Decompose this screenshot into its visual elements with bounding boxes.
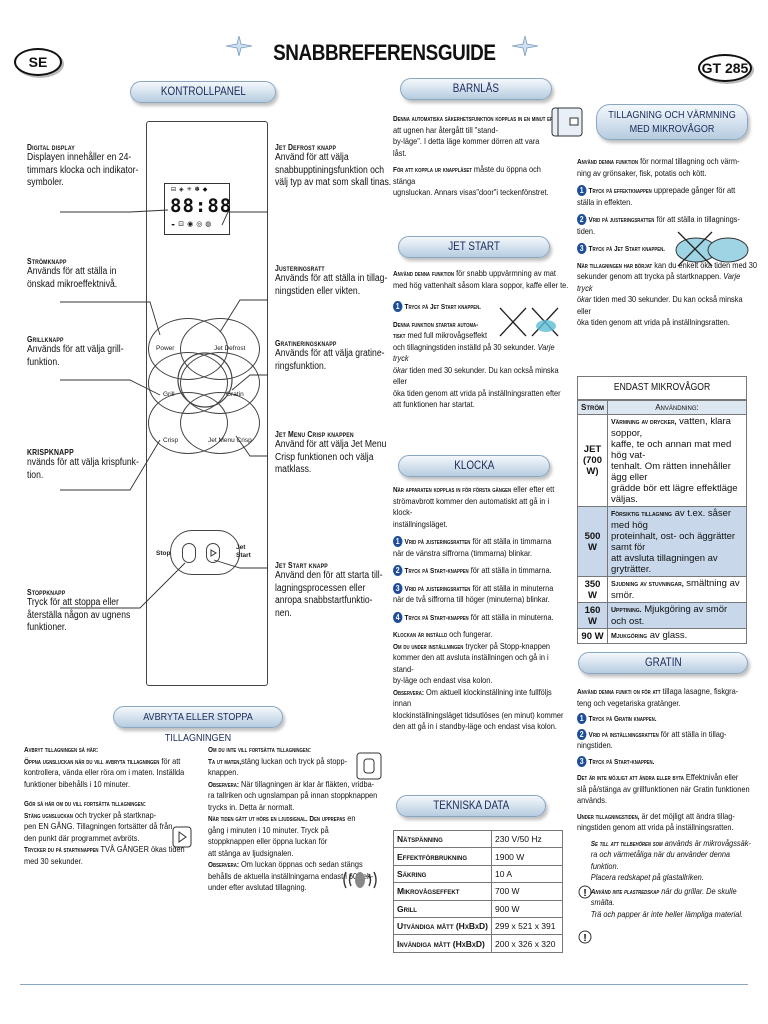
step-number-badge: 4 (393, 611, 403, 623)
warning-icon: ! (578, 885, 592, 899)
table-row: Invändiga mått (HxBxD)200 x 326 x 320 (393, 934, 563, 953)
ann-jet-start: Jet Start knapp Använd den för att start… (275, 561, 383, 619)
lock-illustration-icon (551, 107, 583, 137)
table-row: JET (700 W)Värmning av drycker, vatten, … (577, 414, 747, 507)
model-badge: GT 285 (698, 54, 752, 82)
gratin-heading: GRATIN (578, 652, 748, 674)
kontrollpanel-heading: KONTROLLPANEL (130, 81, 276, 103)
tillagning-heading: TILLAGNING OCH VÄRMNING MED MIKROVÅGOR (596, 104, 748, 140)
step-number-badge: 1 (393, 301, 403, 312)
step-number-badge: 3 (577, 243, 587, 254)
sound-signal-icon (343, 871, 377, 889)
warning-icon: ! (578, 930, 592, 944)
gratin-text: Använd denna funkti on för att tillaga l… (577, 686, 751, 919)
avbryt-heading: AVBRYTA ELLER STOPPA TILLAGNINGEN (113, 706, 283, 744)
ann-digital-display: Digital display Displayen innehåller en … (27, 143, 139, 188)
turntable-illustration-icon (675, 231, 749, 267)
jetstart-heading: JET START (398, 236, 550, 258)
display-digits: 88:88 (170, 195, 233, 217)
step-number-badge: 1 (577, 713, 587, 724)
jet-menu-crisp-label: Jet Menu Crisp (208, 437, 252, 444)
avbryt-col1: Avbryt tillagningen så här: Öppna ugnslu… (24, 745, 185, 866)
ann-stromknapp: Strömknapp Används för att ställa in öns… (27, 257, 118, 290)
jet-start-label: Jet Start (236, 544, 251, 559)
jet-start-button[interactable] (206, 543, 220, 563)
start-button-icon (172, 826, 192, 848)
klocka-text: När apparaten kopplas in för första gång… (393, 484, 564, 731)
step-number-badge: 3 (577, 755, 587, 767)
ann-justeringsratt: Justeringsratt Används för att ställa in… (275, 264, 388, 297)
power-label: Power (156, 345, 175, 352)
avbryt-col2: Om du inte vill fortsätta tillagningen: … (208, 745, 378, 892)
lang-badge: SE (14, 48, 62, 76)
grill-label: Grill (163, 391, 175, 398)
step-number-badge: 2 (393, 565, 403, 576)
crisp-label: Crisp (163, 437, 179, 444)
step-number-badge: 1 (393, 536, 403, 547)
klocka-heading: KLOCKA (398, 455, 550, 477)
turntable-illustration-icon (499, 307, 559, 337)
gratin-label: Gratin (226, 391, 244, 398)
step-number-badge: 3 (393, 582, 403, 594)
page-title: SNABBREFERENSGUIDE (272, 40, 496, 65)
jet-menu-crisp-button[interactable] (180, 392, 260, 454)
step-number-badge: 1 (577, 185, 587, 196)
digital-display: ⊟◈✳✽◆ 88:88 ◒⊡◉◎◍ (164, 183, 233, 235)
table-row: Utvändiga mått (HxBxD)299 x 521 x 391 (393, 916, 563, 936)
display-icons: ◒⊡◉◎◍ (171, 221, 215, 228)
display-symbols: ⊟◈✳✽◆ (171, 187, 211, 193)
control-panel-drawing (146, 121, 268, 686)
svg-text:!: ! (583, 888, 586, 899)
ann-gratineringsknapp: Gratineringsknapp Används för att välja … (275, 339, 385, 372)
dial-ring (177, 352, 233, 408)
stop-label: Stop (156, 550, 171, 557)
endast-heading: ENDAST MIKROVÅGOR (577, 376, 747, 400)
tillagning-text: Använd denna funktion för normal tillagn… (577, 156, 757, 327)
sparkle-icon (226, 36, 252, 56)
barnlas-text: Denna automatiska säkerhetsfunktion kopp… (393, 114, 562, 197)
step-number-badge: 2 (577, 728, 587, 740)
stop-button-icon (356, 752, 382, 780)
tekniska-heading: TEKNISKA DATA (396, 795, 546, 817)
jetstart-text: Använd denna funktion för snabb uppvärmn… (393, 268, 569, 409)
ann-grillknapp: Grillknapp Används för att välja grill- … (27, 335, 124, 368)
stop-button[interactable] (182, 543, 196, 563)
stop-jetstart-group (170, 530, 240, 575)
footer-rule (20, 984, 748, 985)
jet-defrost-label: Jet Defrost (214, 345, 246, 352)
leader-lines (60, 209, 268, 609)
ann-jet-menu-crisp: Jet Menu Crisp knappen Använd för att vä… (275, 430, 387, 475)
ann-stoppknapp: Stoppknapp Tryck för att stoppa eller åt… (27, 588, 131, 633)
ann-krispknapp: KRISPKNAPP nvänds för att välja krispfun… (27, 448, 139, 481)
barnlas-heading: BARNLÅS (400, 78, 552, 100)
step-number-badge: 2 (577, 214, 587, 225)
svg-text:!: ! (583, 933, 586, 944)
sparkle-icon (512, 36, 538, 56)
ann-jet-defrost: Jet Defrost knapp Använd för att välja s… (275, 143, 392, 188)
